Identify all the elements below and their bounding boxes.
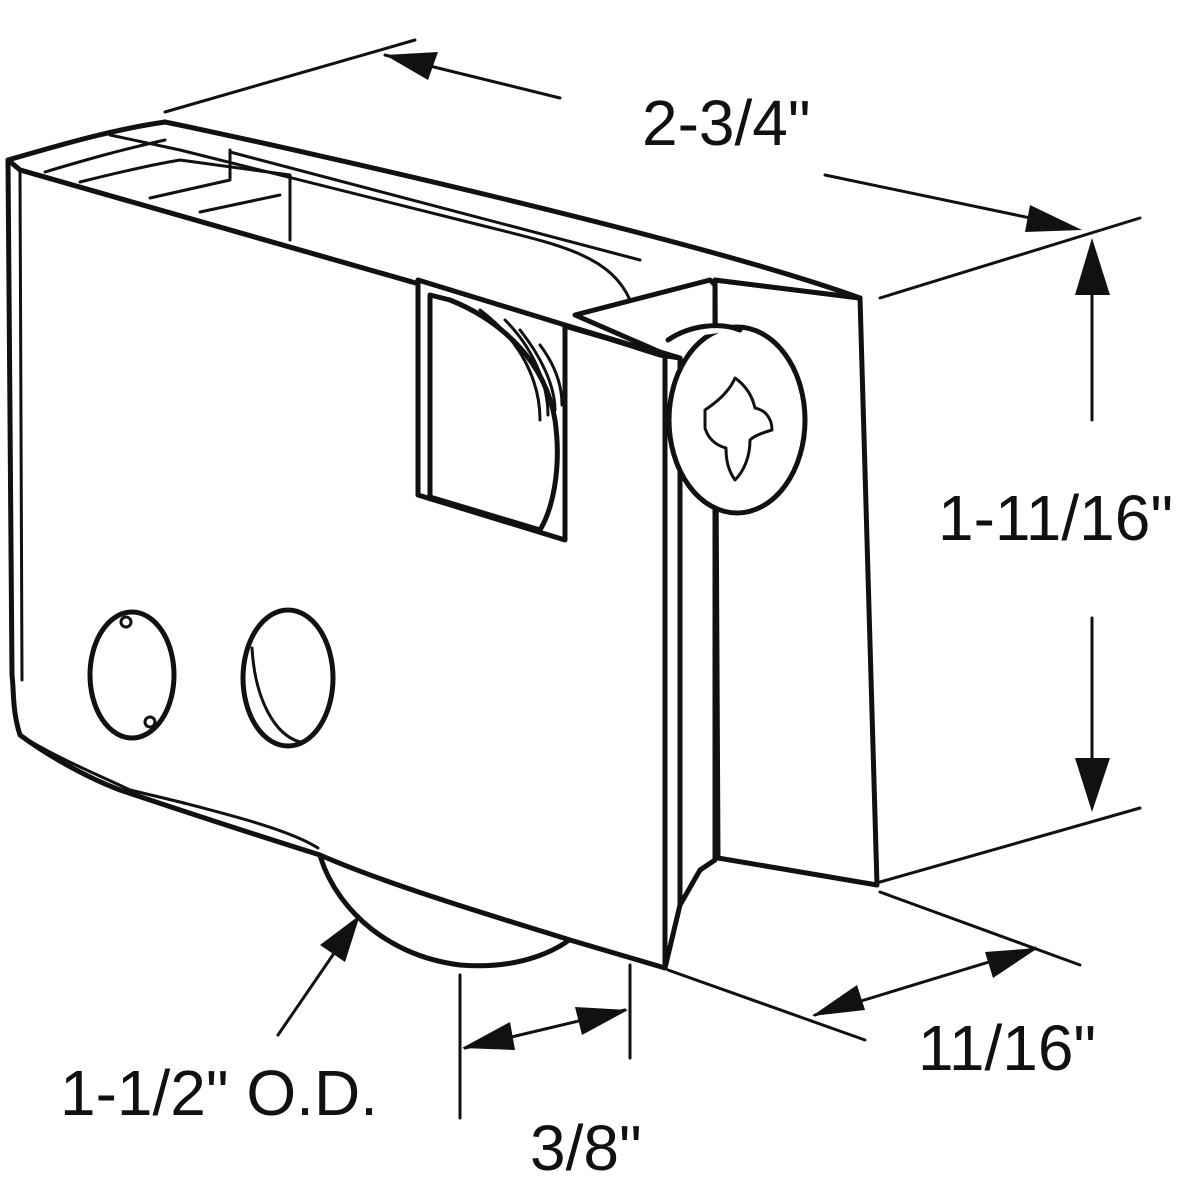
label-height: 1-11/16" <box>938 482 1173 554</box>
mounting-hole-right <box>240 607 336 749</box>
dim-wheel-width <box>458 963 632 1120</box>
mounting-hole-left <box>87 609 177 741</box>
dim-height <box>878 238 1142 884</box>
dim-wheel-diameter <box>276 915 360 1037</box>
screw-head-icon <box>665 323 808 516</box>
dim-depth <box>666 890 1082 1042</box>
label-wheel-width: 3/8" <box>530 1112 642 1184</box>
wheel-slot <box>415 277 568 543</box>
label-wheel-diameter: 1-1/2" O.D. <box>60 1057 378 1129</box>
dim-length <box>163 38 1142 300</box>
label-depth: 11/16" <box>918 1012 1096 1084</box>
label-length: 2-3/4" <box>642 87 811 159</box>
mounting-holes <box>87 607 336 749</box>
